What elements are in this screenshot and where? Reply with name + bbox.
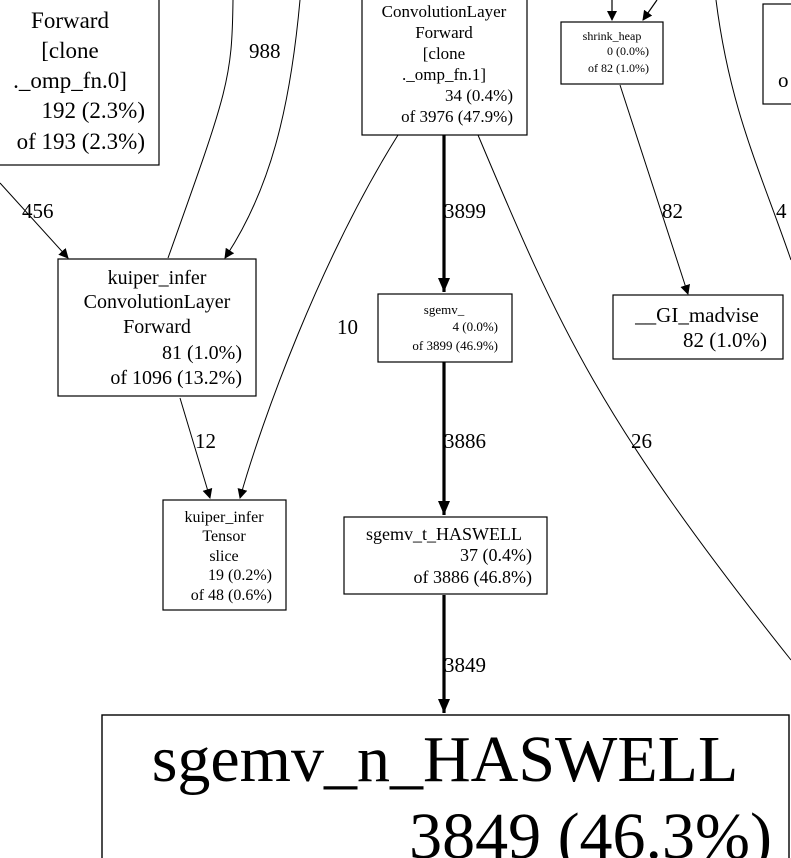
node-label-line: 4 (0.0%)	[453, 319, 499, 334]
node-gi-madvise[interactable]: __GI_madvise 82 (1.0%)	[612, 294, 784, 360]
node-label-line: of 3886 (46.8%)	[414, 567, 532, 588]
edge-label-988: 988	[249, 39, 281, 63]
node-label-line: 82 (1.0%)	[683, 328, 767, 352]
node-label-line: sgemv_t_HASWELL	[366, 524, 522, 544]
edge-label-26: 26	[631, 429, 652, 453]
node-box[interactable]	[612, 294, 784, 360]
node-box[interactable]	[377, 293, 513, 363]
node-right-partial[interactable]: o	[762, 3, 791, 105]
node-label-line: 19 (0.2%)	[208, 567, 272, 584]
edge-26	[477, 134, 791, 661]
node-label-line: Forward	[415, 23, 473, 42]
edge-82	[619, 84, 690, 295]
node-label-line: of 3899 (46.9%)	[412, 338, 498, 353]
edge-labels: 988 456 3899 82 4 10 12 3886 26 3849	[22, 39, 787, 677]
node-label-line: 37 (0.4%)	[460, 545, 532, 566]
node-label-line: 192 (2.3%)	[42, 98, 145, 123]
node-label-line: of 193 (2.3%)	[17, 129, 145, 154]
edge-into-shrink-heap-2	[642, 0, 658, 21]
edges	[0, 0, 791, 713]
node-tensor-slice[interactable]: kuiper_infer Tensor slice 19 (0.2%) of 4…	[162, 499, 287, 611]
node-box[interactable]	[101, 714, 790, 858]
node-label-line: kuiper_infer	[184, 509, 264, 526]
node-conv-forward-omp-fn1[interactable]: ConvolutionLayer Forward [clone ._omp_fn…	[361, 0, 528, 136]
node-label-line: ConvolutionLayer	[84, 291, 231, 313]
node-box[interactable]	[343, 516, 548, 595]
node-label-line: ConvolutionLayer	[382, 2, 507, 21]
node-label-line: ._omp_fn.0]	[13, 68, 127, 93]
node-label-line: __GI_madvise	[634, 303, 759, 327]
edge-10	[237, 134, 399, 499]
node-label-line: ._omp_fn.1]	[402, 65, 486, 84]
node-label-line: kuiper_infer	[108, 267, 207, 289]
edge-label-456: 456	[22, 199, 54, 223]
node-label-line: [clone	[41, 38, 98, 63]
node-sgemv-t-haswell[interactable]: sgemv_t_HASWELL 37 (0.4%) of 3886 (46.8%…	[343, 516, 548, 595]
node-box[interactable]	[762, 3, 791, 105]
edge-456	[0, 182, 69, 259]
edge-988	[167, 0, 234, 259]
node-box[interactable]	[57, 258, 257, 397]
edge-4x	[715, 0, 791, 261]
node-label-line: 81 (1.0%)	[162, 342, 242, 364]
node-label-line: Forward	[123, 316, 191, 338]
edge-988-b	[224, 0, 301, 259]
node-label-line: of 48 (0.6%)	[191, 587, 272, 604]
node-box[interactable]	[0, 0, 160, 166]
node-label-line: 0 (0.0%)	[607, 44, 649, 58]
edge-12	[179, 397, 213, 499]
edge-label-3886: 3886	[444, 429, 486, 453]
node-label-line: o	[778, 68, 789, 92]
edge-label-10: 10	[337, 315, 358, 339]
edge-label-4x: 4	[776, 199, 787, 223]
edge-label-3849: 3849	[444, 653, 486, 677]
node-sgemv[interactable]: sgemv_ 4 (0.0%) of 3899 (46.9%)	[377, 293, 513, 363]
node-label-line: shrink_heap	[583, 29, 642, 43]
node-box[interactable]	[361, 0, 528, 136]
node-label-line: of 3976 (47.9%)	[401, 107, 513, 126]
node-label-line: 3849 (46.3%)	[409, 800, 772, 858]
node-kuiper-conv-forward[interactable]: kuiper_infer ConvolutionLayer Forward 81…	[57, 258, 257, 397]
node-label-line: Forward	[31, 8, 109, 33]
node-label-line: sgemv_n_HASWELL	[152, 723, 739, 796]
node-label-line: Tensor	[202, 528, 246, 545]
node-label-line: [clone	[423, 44, 465, 63]
node-shrink-heap[interactable]: shrink_heap 0 (0.0%) of 82 (1.0%)	[560, 21, 664, 85]
node-label-line: sgemv_	[424, 302, 465, 317]
node-box[interactable]	[162, 499, 287, 611]
node-label-line: slice	[209, 548, 238, 565]
node-conv-forward-omp-fn0[interactable]: Forward [clone ._omp_fn.0] 192 (2.3%) of…	[0, 0, 160, 166]
node-box[interactable]	[560, 21, 664, 85]
edge-label-12: 12	[195, 429, 216, 453]
node-label-line: of 1096 (13.2%)	[110, 367, 242, 389]
edge-label-3899: 3899	[444, 199, 486, 223]
edge-label-82: 82	[662, 199, 683, 223]
node-label-line: of 82 (1.0%)	[588, 61, 649, 75]
node-label-line: 34 (0.4%)	[445, 86, 513, 105]
node-sgemv-n-haswell[interactable]: sgemv_n_HASWELL 3849 (46.3%)	[101, 714, 790, 858]
